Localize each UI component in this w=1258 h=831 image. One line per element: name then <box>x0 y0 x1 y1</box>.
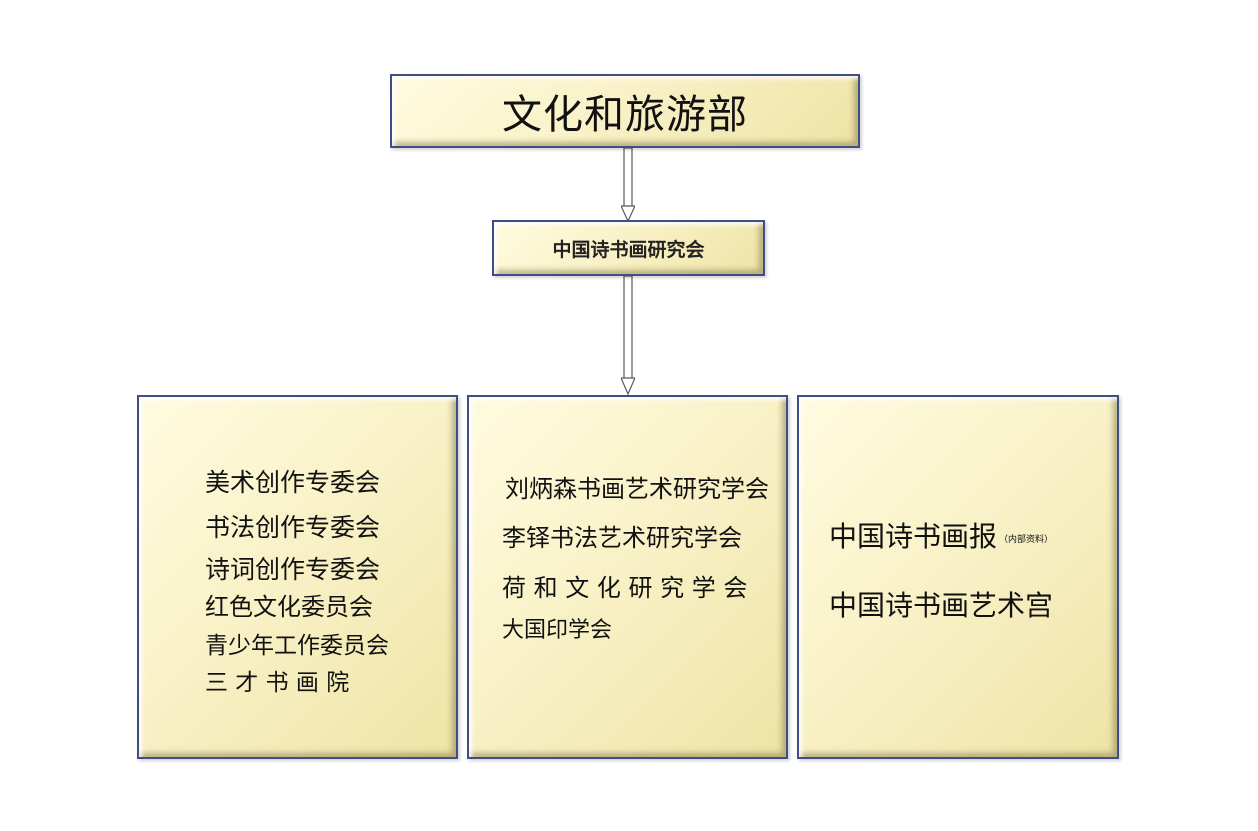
arrow-middle-to-bottom <box>621 276 635 395</box>
left-item: 美术创作专委会 <box>205 468 381 497</box>
center-item: 大国印学会 <box>502 618 613 643</box>
middle-org-title: 中国诗书画研究会 <box>552 238 705 261</box>
left-item: 三 才 书 画 院 <box>205 670 350 696</box>
right-item: 中国诗书画报（内部资料） <box>829 515 1053 555</box>
top-org-title: 文化和旅游部 <box>502 92 748 138</box>
right-item-note: （内部资料） <box>999 534 1054 545</box>
arrow-top-to-middle <box>621 148 635 222</box>
center-item: 荷 和 文 化 研 究 学 会 <box>502 574 748 602</box>
right-item-text: 中国诗书画报 <box>829 520 998 553</box>
center-branch-box: 刘炳森书画艺术研究学会 李铎书法艺术研究学会 荷 和 文 化 研 究 学 会 大… <box>467 395 788 759</box>
left-branch-box: 美术创作专委会 书法创作专委会 诗词创作专委会 红色文化委员会 青少年工作委员会… <box>137 395 458 759</box>
right-branch-box: 中国诗书画报（内部资料） 中国诗书画艺术宫 <box>797 395 1119 759</box>
left-item: 书法创作专委会 <box>205 513 381 542</box>
center-item: 李铎书法艺术研究学会 <box>502 524 742 552</box>
middle-org-box: 中国诗书画研究会 <box>492 220 765 276</box>
right-item: 中国诗书画艺术宫 <box>829 589 1054 622</box>
center-item: 刘炳森书画艺术研究学会 <box>505 475 769 503</box>
left-item: 诗词创作专委会 <box>205 555 381 584</box>
left-item: 青少年工作委员会 <box>205 633 389 659</box>
top-org-box: 文化和旅游部 <box>390 74 860 148</box>
left-item: 红色文化委员会 <box>205 593 373 621</box>
